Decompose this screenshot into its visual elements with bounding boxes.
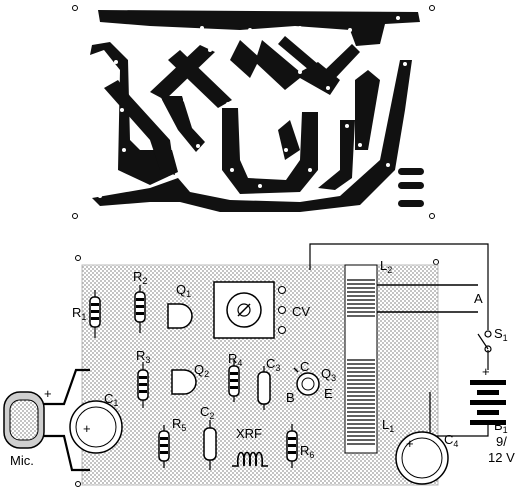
pcb-copper-side xyxy=(72,5,435,219)
resistor-r1 xyxy=(89,290,101,338)
transistor-q1 xyxy=(167,303,193,329)
label-c4: C4 xyxy=(444,432,458,449)
copper-trace xyxy=(222,108,318,194)
battery xyxy=(470,380,506,425)
resistor-r4 xyxy=(228,360,240,402)
label-r6: R6 xyxy=(300,443,314,460)
copper-trace xyxy=(230,40,260,78)
label-mic: Mic. xyxy=(10,453,34,468)
label-voltage-2: 12 V xyxy=(488,450,515,465)
copper-trace xyxy=(98,10,420,46)
corner-mark xyxy=(72,5,78,11)
corner-mark xyxy=(433,259,439,265)
copper-trace xyxy=(355,70,380,150)
resistor-r2 xyxy=(134,285,146,333)
label-c3: C3 xyxy=(266,356,280,373)
corner-mark xyxy=(429,213,435,219)
label-b1: B1 xyxy=(494,418,508,435)
transistor-q2 xyxy=(171,369,197,395)
label-c2: C2 xyxy=(200,404,214,421)
label-plus-mic: + xyxy=(44,386,52,401)
copper-trace xyxy=(278,120,300,160)
label-s1: S1 xyxy=(494,326,508,343)
label-q2: Q2 xyxy=(194,362,209,379)
trimmer-capacitor xyxy=(213,281,286,339)
label-r2: R2 xyxy=(133,269,147,286)
label-pin-b: B xyxy=(286,390,295,405)
corner-mark xyxy=(72,213,78,219)
labels: R1 R2 R3 R4 R5 R6 Q1 Q2 Q3 C1 C2 C3 C4 L… xyxy=(10,258,515,468)
copper-pad xyxy=(398,182,424,189)
capacitor-c4 xyxy=(395,431,449,485)
corner-mark xyxy=(75,481,81,487)
capacitor-c1 xyxy=(69,400,123,454)
capacitor-c2 xyxy=(203,420,217,470)
label-pin-c: C xyxy=(300,359,309,374)
resistor-r5 xyxy=(158,425,170,468)
label-c1: C1 xyxy=(104,391,118,408)
copper-pad xyxy=(398,168,424,175)
switch-contact xyxy=(484,345,492,353)
label-l1: L1 xyxy=(382,417,394,434)
copper-trace xyxy=(255,40,340,95)
corner-mark xyxy=(75,255,81,261)
label-plus-battery: + xyxy=(482,364,490,379)
label-plus-c4: + xyxy=(406,436,414,451)
copper-trace xyxy=(278,36,360,86)
capacitor-c3 xyxy=(257,366,271,410)
drill-holes xyxy=(98,16,407,198)
pcb-component-side xyxy=(3,243,506,487)
wire xyxy=(429,392,489,437)
copper-trace xyxy=(92,60,412,212)
label-voltage-1: 9/ xyxy=(496,434,507,449)
label-r1: R1 xyxy=(72,305,86,322)
label-xrf: XRF xyxy=(236,426,262,441)
label-l2: L2 xyxy=(380,258,392,275)
copper-trace xyxy=(104,80,175,175)
wire xyxy=(309,243,489,330)
copper-pad xyxy=(398,200,424,207)
label-q3: Q3 xyxy=(321,366,336,383)
coil-former xyxy=(344,264,378,454)
switch-lever xyxy=(477,333,489,350)
microphone xyxy=(3,368,90,472)
label-antenna: A xyxy=(474,291,483,306)
resistor-r6 xyxy=(286,424,298,468)
copper-trace xyxy=(160,96,205,152)
label-r3: R3 xyxy=(136,348,150,365)
copper-trace xyxy=(318,120,355,190)
rf-choke xyxy=(232,451,268,467)
copper-trace xyxy=(168,50,232,108)
label-r4: R4 xyxy=(228,351,242,368)
transistor-q3 xyxy=(293,367,320,396)
label-cv: CV xyxy=(292,304,310,319)
label-plus-c1: + xyxy=(83,421,91,436)
corner-mark xyxy=(429,5,435,11)
label-pin-e: E xyxy=(324,386,333,401)
resistor-r3 xyxy=(137,362,149,408)
label-r5: R5 xyxy=(172,416,186,433)
label-q1: Q1 xyxy=(176,282,191,299)
switch-contact xyxy=(484,330,492,338)
